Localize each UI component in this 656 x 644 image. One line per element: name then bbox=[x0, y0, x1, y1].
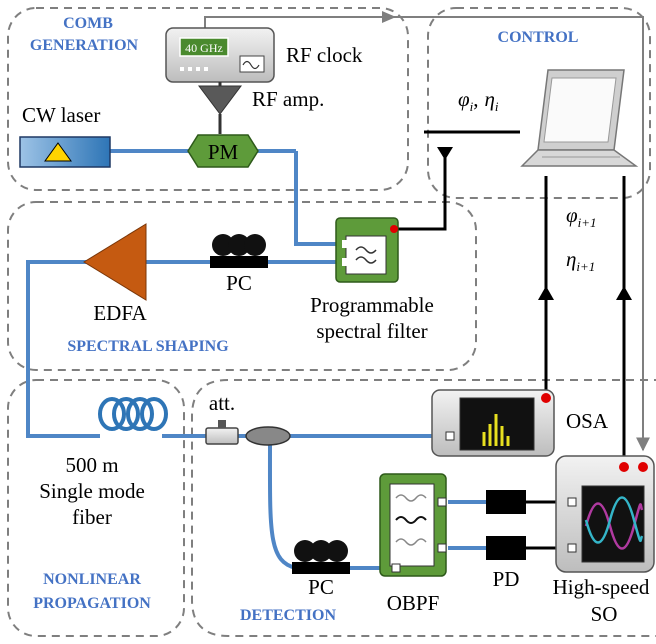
phase-modulator bbox=[187, 134, 259, 168]
rf-amp-label: RF amp. bbox=[252, 87, 324, 111]
phi-i1-label: φi+1 bbox=[566, 203, 597, 230]
comb-generation-box bbox=[7, 7, 409, 191]
photodiode-1 bbox=[486, 490, 526, 514]
section-label-propagation: PROPAGATION bbox=[33, 595, 151, 612]
arrow-up-icon bbox=[538, 286, 554, 300]
detection-box bbox=[191, 379, 656, 637]
polarization-controller-top bbox=[210, 234, 268, 268]
pd-label: PD bbox=[493, 567, 520, 591]
sine-wave-icon bbox=[242, 60, 260, 70]
rf-clock: 40 GHz bbox=[165, 27, 275, 83]
sampling-oscilloscope bbox=[555, 455, 655, 573]
clock-line-arrow bbox=[382, 11, 396, 23]
nonlinear-propagation-box bbox=[7, 379, 185, 637]
eta-i1-label: ηi+1 bbox=[566, 247, 595, 274]
edfa bbox=[83, 223, 147, 301]
rf-amp bbox=[198, 85, 242, 115]
pm-label: PM bbox=[208, 140, 239, 164]
laptop-icon bbox=[520, 69, 639, 167]
photodiode-2 bbox=[486, 536, 526, 560]
fiber-spool-icon bbox=[98, 397, 168, 431]
cw-laser-label: CW laser bbox=[22, 103, 100, 127]
rf-clock-label: RF clock bbox=[286, 43, 363, 67]
spectral-shaping-box bbox=[7, 201, 477, 371]
pc-top-label: PC bbox=[226, 271, 252, 295]
obpf bbox=[379, 473, 447, 577]
section-label-detection: DETECTION bbox=[240, 607, 336, 624]
section-label-spectral-shaping: SPECTRAL SHAPING bbox=[67, 338, 229, 355]
osa bbox=[431, 389, 555, 457]
rf-clock-display-text: 40 GHz bbox=[185, 41, 223, 55]
arrow-up-icon bbox=[616, 286, 632, 300]
obpf-label: OBPF bbox=[387, 591, 440, 615]
arrow-down-icon bbox=[437, 147, 453, 160]
fiber-label-line3: fiber bbox=[72, 505, 112, 529]
fiber-label-line2: Single mode bbox=[39, 479, 145, 503]
section-label-generation: GENERATION bbox=[30, 37, 139, 54]
fiber-paths bbox=[26, 149, 486, 570]
programmable-spectral-filter bbox=[335, 217, 399, 283]
so-label-line1: High-speed bbox=[553, 575, 650, 599]
psf-label-line1: Programmable bbox=[310, 293, 434, 317]
section-label-nonlinear: NONLINEAR bbox=[43, 571, 141, 588]
attenuator bbox=[205, 420, 239, 445]
filter-wave-icon bbox=[355, 246, 377, 254]
section-label-control: CONTROL bbox=[498, 29, 579, 46]
pc-bottom-label: PC bbox=[308, 575, 334, 599]
so-label-line2: SO bbox=[591, 602, 618, 626]
section-label-comb: COMB bbox=[63, 15, 113, 32]
coupler bbox=[245, 426, 291, 446]
att-label: att. bbox=[209, 391, 235, 415]
obpf-wave-icon bbox=[395, 516, 427, 524]
laser-warning-icon bbox=[44, 142, 72, 162]
osa-label: OSA bbox=[566, 409, 609, 433]
polarization-controller-bottom bbox=[292, 540, 350, 574]
phi-i-eta-i-label: φi,ηi bbox=[458, 87, 499, 114]
psf-label-line2: spectral filter bbox=[316, 319, 427, 343]
control-box bbox=[427, 7, 651, 199]
fiber-label-line1: 500 m bbox=[65, 453, 118, 477]
edfa-label: EDFA bbox=[93, 301, 147, 325]
